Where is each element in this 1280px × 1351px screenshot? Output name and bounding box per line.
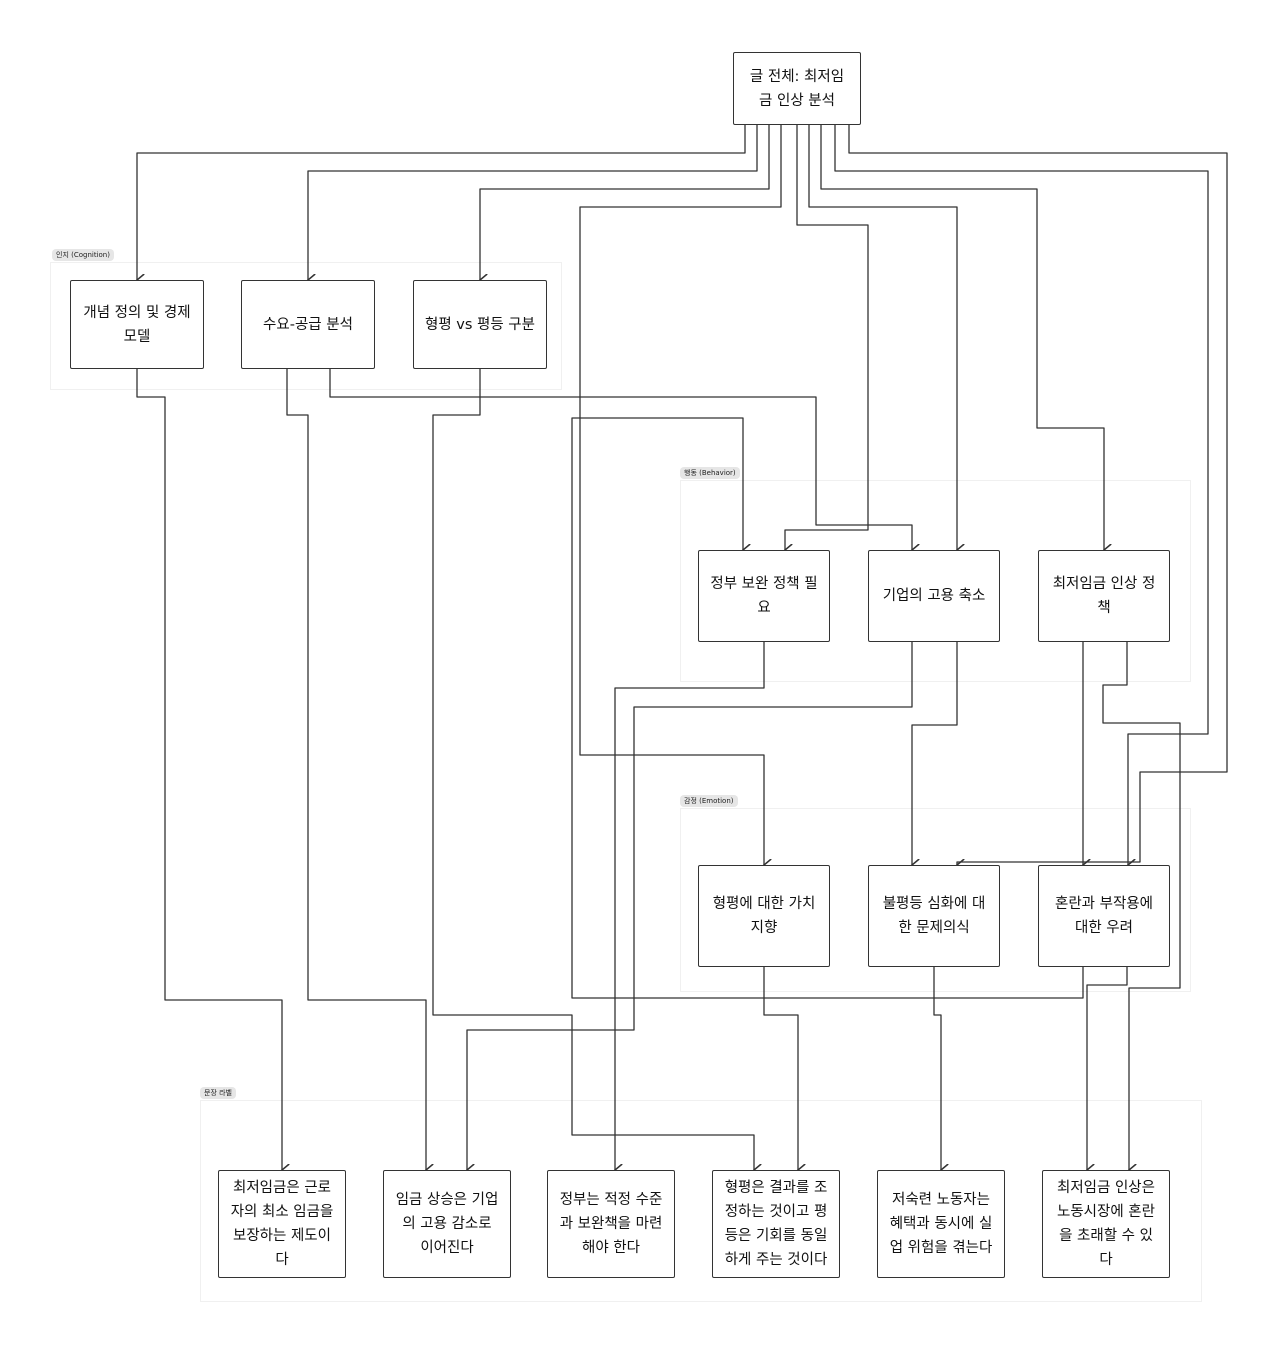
group-sentence — [200, 1100, 1202, 1302]
edge-e2-to-s5 — [933, 967, 941, 1170]
edge-n2-to-b2 — [329, 369, 912, 550]
group-label-emotion: 감정 (Emotion) — [680, 795, 738, 807]
edge-root-to-e3 — [834, 125, 1209, 865]
edge-e3-to-b1 — [571, 417, 1084, 999]
edge-root-to-b1 — [785, 125, 869, 550]
node-concept-model[interactable]: 개념 정의 및 경제 모델 — [70, 280, 204, 369]
group-label-cognition: 인지 (Cognition) — [52, 249, 114, 261]
edge-root-to-b3 — [820, 125, 1104, 550]
edge-n3-to-s4 — [432, 369, 754, 1170]
node-supply-demand[interactable]: 수요-공급 분석 — [241, 280, 375, 369]
group-label-sentence: 문장 라벨 — [200, 1087, 236, 1099]
node-employment-cut[interactable]: 기업의 고용 축소 — [868, 550, 1000, 642]
edge-b2-to-e2 — [912, 642, 958, 865]
node-sentence-2[interactable]: 임금 상승은 기업의 고용 감소로 이어진다 — [383, 1170, 511, 1278]
edge-root-to-n2 — [308, 125, 758, 280]
node-sentence-5[interactable]: 저숙련 노동자는 혜택과 동시에 실업 위험을 겪는다 — [877, 1170, 1005, 1278]
edge-root-to-e2 — [848, 125, 1228, 865]
edge-root-to-b2 — [808, 125, 957, 550]
edge-n2-to-s2 — [286, 369, 426, 1170]
node-gov-policy[interactable]: 정부 보완 정책 필요 — [698, 550, 830, 642]
node-equity-value[interactable]: 형평에 대한 가치 지향 — [698, 865, 830, 967]
node-root[interactable]: 글 전체: 최저임금 인상 분석 — [733, 52, 861, 125]
edge-e1-to-s4 — [763, 967, 798, 1170]
node-side-effect-worry[interactable]: 혼란과 부작용에 대한 우려 — [1038, 865, 1170, 967]
node-sentence-6[interactable]: 최저임금 인상은 노동시장에 혼란을 초래할 수 있다 — [1042, 1170, 1170, 1278]
node-sentence-4[interactable]: 형평은 결과를 조정하는 것이고 평등은 기회를 동일하게 주는 것이다 — [712, 1170, 840, 1278]
node-sentence-3[interactable]: 정부는 적정 수준과 보완책을 마련해야 한다 — [547, 1170, 675, 1278]
group-label-behavior: 행동 (Behavior) — [680, 467, 740, 479]
edge-b3-to-s6 — [1102, 642, 1181, 1170]
edge-n1-to-s1 — [136, 369, 282, 1170]
edge-root-to-n3 — [480, 125, 770, 280]
edge-root-to-e1 — [579, 125, 782, 865]
node-inequality-concern[interactable]: 불평등 심화에 대한 문제의식 — [868, 865, 1000, 967]
node-wage-policy[interactable]: 최저임금 인상 정책 — [1038, 550, 1170, 642]
node-equity-equality[interactable]: 형평 vs 평등 구분 — [413, 280, 547, 369]
edge-e3-to-s6 — [1087, 967, 1128, 1170]
edge-root-to-n1 — [137, 125, 746, 280]
node-sentence-1[interactable]: 최저임금은 근로자의 최소 임금을 보장하는 제도이다 — [218, 1170, 346, 1278]
edge-b1-to-s3 — [615, 642, 765, 1170]
edge-b2-to-s2 — [467, 642, 913, 1170]
